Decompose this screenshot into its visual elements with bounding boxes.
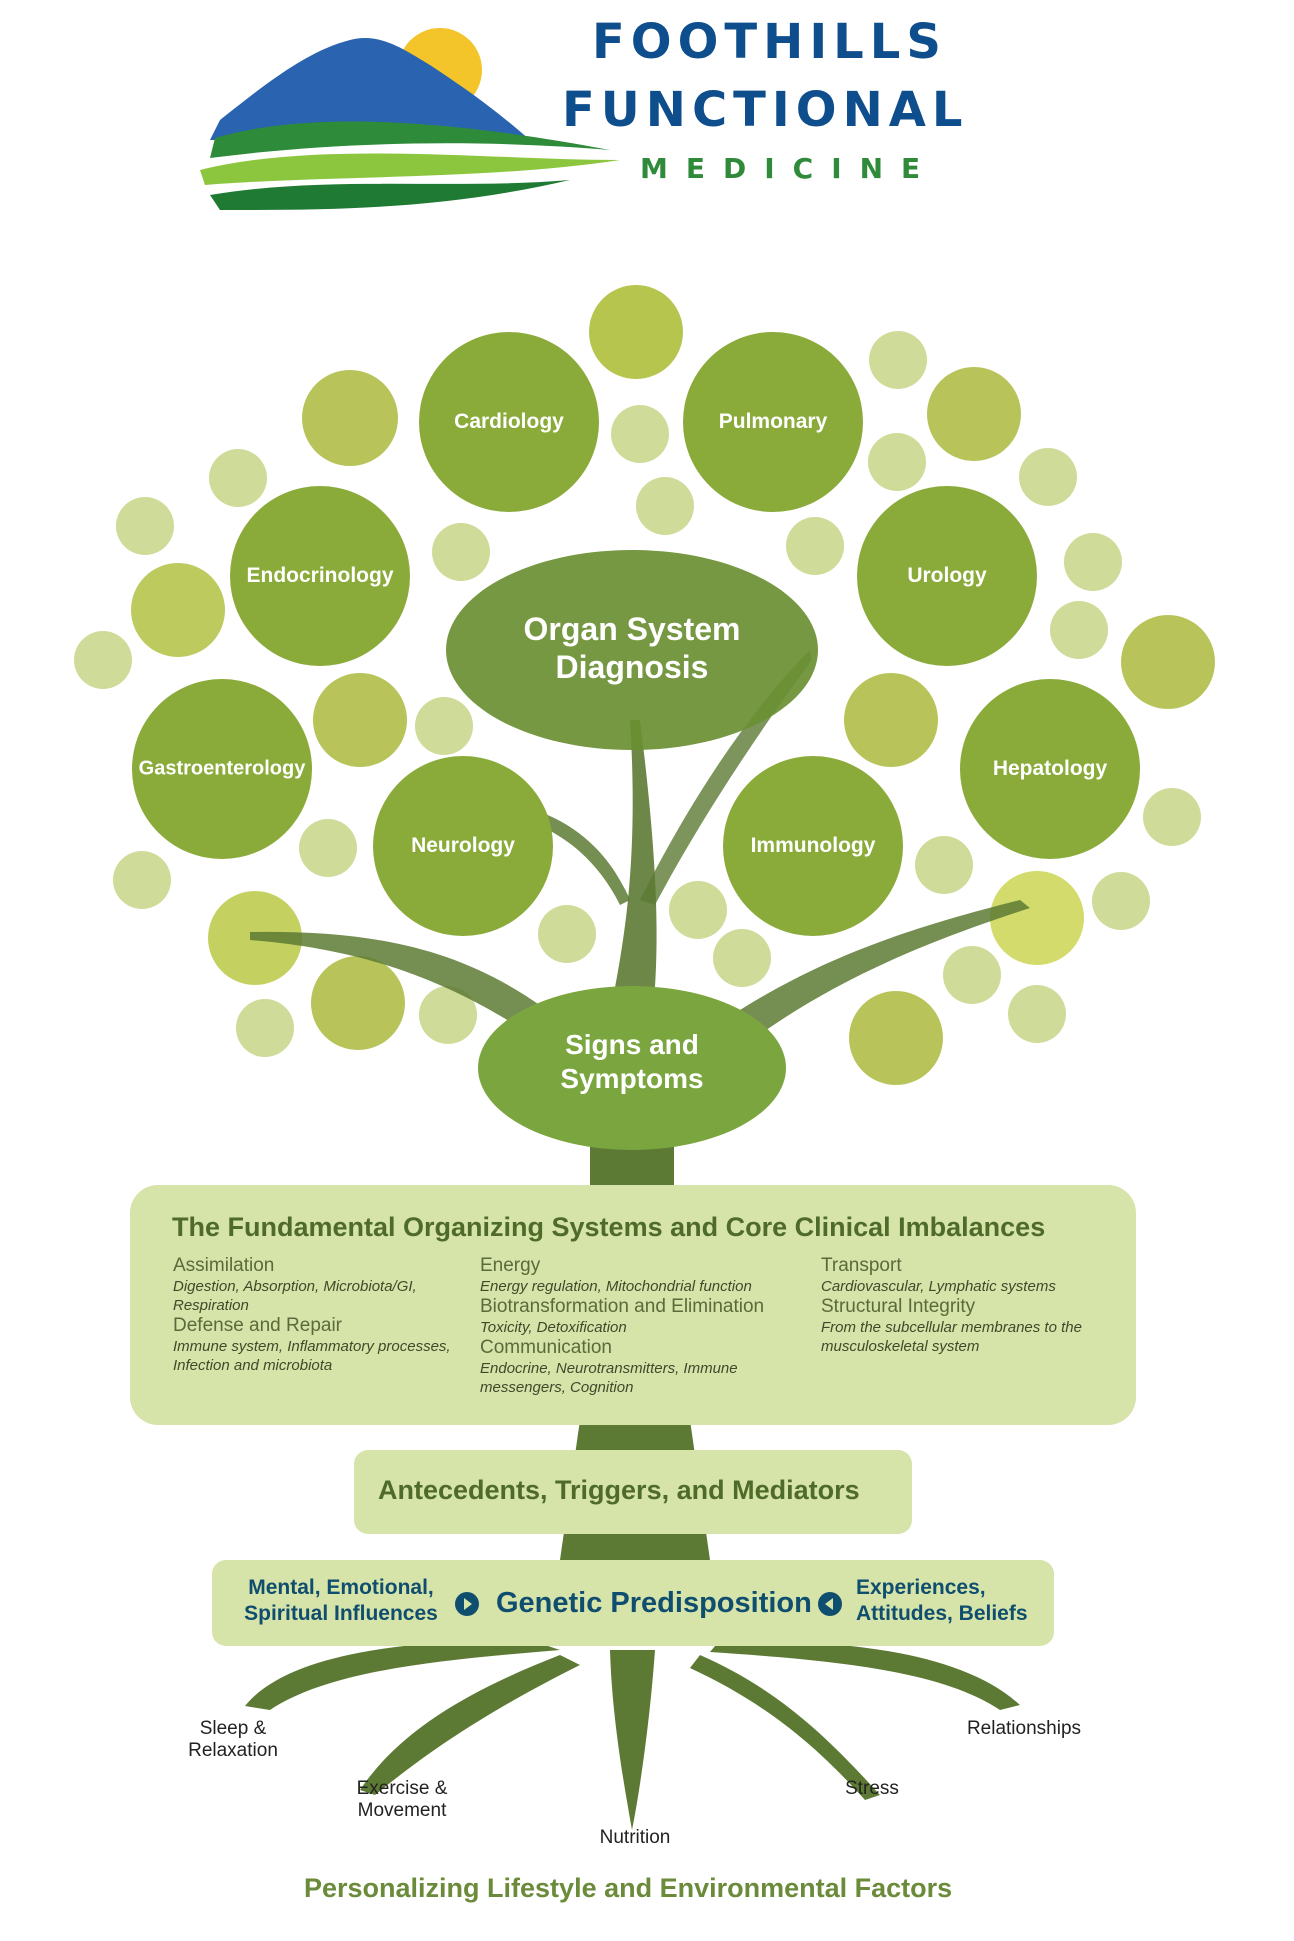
logo-line-2: FUNCTIONAL bbox=[562, 82, 969, 138]
system-desc: Endocrine, Neurotransmitters, Immune mes… bbox=[480, 1360, 738, 1396]
genetics-bar bbox=[212, 1560, 1054, 1646]
system-desc: Immune system, Inflammatory processes, I… bbox=[173, 1338, 451, 1374]
genetics-left: Mental, Emotional, Spiritual Influences bbox=[244, 1576, 438, 1625]
system-name: Biotransformation and Elimination bbox=[480, 1296, 765, 1317]
genetics-right: Experiences, Attitudes, Beliefs bbox=[856, 1576, 1028, 1625]
roots bbox=[245, 1640, 1020, 1830]
system-name: Assimilation bbox=[173, 1255, 275, 1276]
genetics-center: Genetic Predisposition bbox=[496, 1587, 812, 1619]
system-name: Structural Integrity bbox=[821, 1296, 976, 1317]
system-desc: Digestion, Absorption, Microbiota/GI, Re… bbox=[173, 1278, 417, 1314]
fundamentals-col-2: Energy Energy regulation, Mitochondrial … bbox=[480, 1255, 810, 1397]
system-desc: Cardiovascular, Lymphatic systems bbox=[821, 1278, 1056, 1295]
fundamentals-col-3: Transport Cardiovascular, Lymphatic syst… bbox=[821, 1255, 1111, 1356]
decorative-bubbles bbox=[74, 285, 1215, 1085]
system-name: Energy bbox=[480, 1255, 541, 1276]
signs-symptoms-ellipse bbox=[478, 986, 786, 1150]
system-desc: From the subcellular membranes to the mu… bbox=[821, 1319, 1082, 1355]
organ-circles bbox=[132, 332, 1140, 936]
system-name: Transport bbox=[821, 1255, 902, 1276]
root-nutrition: Nutrition bbox=[599, 1827, 671, 1848]
branch-endocrinology: Endocrinology bbox=[246, 564, 394, 587]
fundamentals-title: The Fundamental Organizing Systems and C… bbox=[172, 1212, 1046, 1242]
fundamentals-col-1: Assimilation Digestion, Absorption, Micr… bbox=[173, 1255, 463, 1375]
footer-title: Personalizing Lifestyle and Environmenta… bbox=[304, 1873, 953, 1903]
signs-and-symptoms: Signs and Symptoms bbox=[560, 1029, 704, 1094]
system-desc: Energy regulation, Mitochondrial functio… bbox=[480, 1278, 752, 1295]
logo-line-1: FOOTHILLS bbox=[592, 14, 947, 70]
organ-system-ellipse bbox=[446, 550, 818, 750]
antecedents-bar bbox=[354, 1450, 912, 1534]
branch-hepatology: Hepatology bbox=[992, 757, 1108, 780]
root-sleep: Sleep & Relaxation bbox=[188, 1718, 278, 1761]
branch-pulmonary: Pulmonary bbox=[718, 410, 828, 433]
branch-cardiology: Cardiology bbox=[454, 410, 564, 433]
logo-line-3: MEDICINE bbox=[640, 152, 939, 185]
branch-urology: Urology bbox=[907, 564, 987, 587]
system-desc: Toxicity, Detoxification bbox=[480, 1319, 627, 1336]
organ-system-diagnosis: Organ System Diagnosis bbox=[523, 611, 741, 685]
arrow-right-icon bbox=[455, 1592, 479, 1616]
system-name: Communication bbox=[480, 1337, 612, 1358]
antecedents-label: Antecedents, Triggers, and Mediators bbox=[378, 1475, 860, 1505]
branch-gastroenterology: Gastroenterology bbox=[138, 757, 306, 780]
fundamentals-panel bbox=[130, 1185, 1136, 1425]
root-relationships: Relationships bbox=[966, 1718, 1082, 1739]
root-stress: Stress bbox=[845, 1778, 899, 1799]
branch-immunology: Immunology bbox=[750, 834, 876, 857]
root-exercise: Exercise & Movement bbox=[356, 1778, 448, 1821]
arrow-left-icon bbox=[818, 1592, 842, 1616]
logo-mark bbox=[200, 28, 620, 210]
system-name: Defense and Repair bbox=[173, 1315, 342, 1336]
branch-neurology: Neurology bbox=[411, 834, 515, 857]
